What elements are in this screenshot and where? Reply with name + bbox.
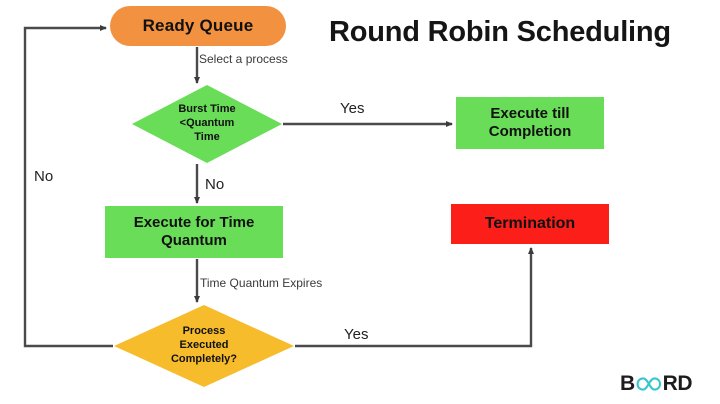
node-execute-till-completion[interactable]: Execute till Completion	[456, 97, 604, 149]
node-execute-for-time-quantum[interactable]: Execute for Time Quantum	[105, 206, 283, 258]
node-execute-till-completion-label: Execute till Completion	[489, 105, 572, 142]
burst-time-line-3: Time	[194, 130, 220, 143]
edge-label-no-left: No	[34, 168, 54, 185]
brand-logo-prefix: B	[620, 372, 635, 395]
node-termination-label: Termination	[484, 215, 576, 233]
edge-process-no-to-ready-queue	[23, 24, 113, 348]
process-executed-line-2: Executed	[179, 339, 229, 352]
burst-time-line-1: Burst Time	[178, 103, 236, 116]
brand-logo: B RD	[620, 372, 693, 396]
node-burst-time-decision-label: Burst Time <Quantum Time	[178, 103, 235, 144]
page-title: Round Robin Scheduling	[329, 16, 671, 48]
node-process-executed-decision-label: Process Executed Completely?	[171, 325, 237, 366]
node-termination[interactable]: Termination	[451, 204, 609, 244]
node-ready-queue-label: Ready Queue	[142, 15, 254, 35]
infinity-icon	[636, 375, 662, 393]
node-process-executed-decision[interactable]: Process Executed Completely?	[114, 305, 294, 387]
execute-till-line-1: Execute till	[490, 104, 570, 122]
burst-time-line-2: <Quantum	[179, 117, 235, 130]
brand-logo-text: B RD	[620, 372, 693, 396]
edge-label-select-a-process: Select a process	[199, 52, 288, 66]
edge-label-yes-top: Yes	[340, 100, 365, 117]
execute-quantum-line-1: Execute for Time	[133, 213, 255, 231]
edge-label-yes-bottom: Yes	[344, 326, 369, 343]
edge-process-yes-to-termination	[295, 247, 534, 348]
node-execute-for-time-quantum-label: Execute for Time Quantum	[134, 214, 255, 251]
edge-label-no-down: No	[205, 176, 225, 193]
process-executed-line-1: Process	[182, 325, 226, 338]
edge-label-time-quantum-expires: Time Quantum Expires	[200, 276, 323, 290]
execute-till-line-2: Completion	[488, 123, 572, 140]
node-ready-queue[interactable]: Ready Queue	[110, 6, 286, 46]
process-executed-line-3: Completely?	[170, 352, 237, 365]
brand-logo-suffix: RD	[662, 372, 693, 395]
execute-quantum-line-2: Quantum	[161, 232, 227, 249]
node-burst-time-decision[interactable]: Burst Time <Quantum Time	[132, 85, 282, 163]
